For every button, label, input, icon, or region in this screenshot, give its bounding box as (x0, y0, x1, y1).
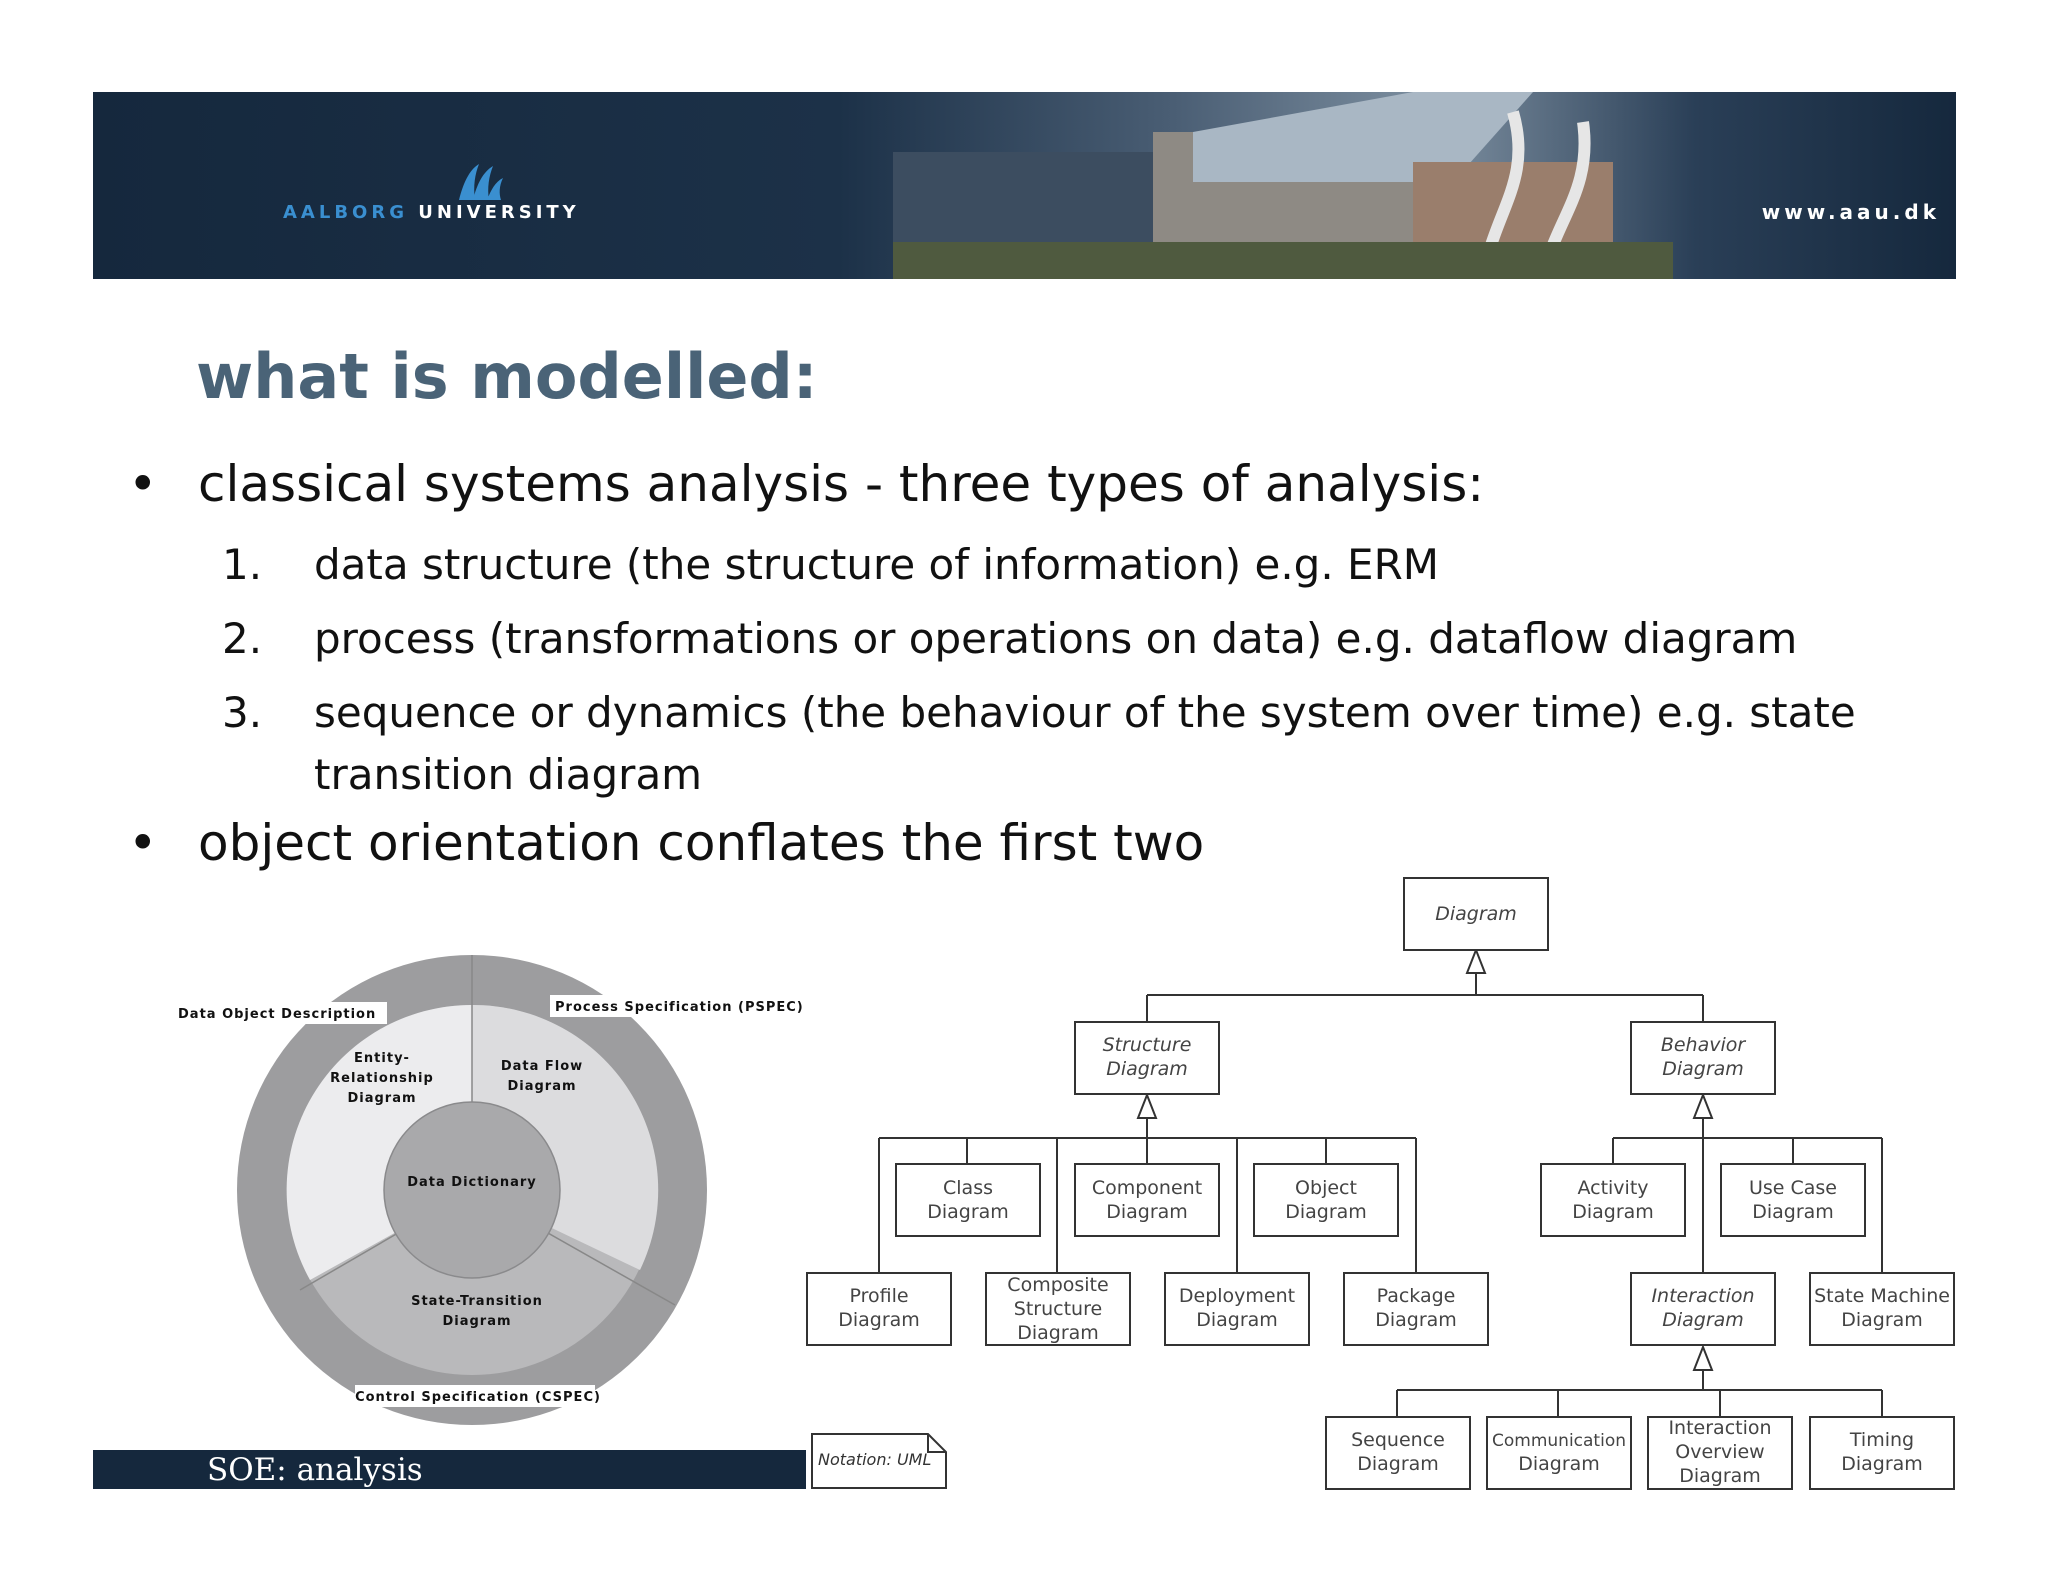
std-label-line2: Diagram (442, 1314, 511, 1329)
box-class-line1: Class (943, 1177, 993, 1199)
generalization-arrow-icon (1692, 1092, 1714, 1119)
box-timing-line2: Diagram (1841, 1453, 1923, 1475)
box-interaction-line1: Interaction (1651, 1285, 1754, 1307)
box-profile-line1: Profile (849, 1285, 908, 1307)
erd-label-line3: Diagram (347, 1091, 416, 1106)
generalization-arrow-icon (1692, 1344, 1714, 1371)
generalization-arrow-icon (1465, 947, 1487, 974)
notation-label: Notation: UML (818, 1450, 931, 1469)
box-overview-line1: Interaction (1668, 1417, 1771, 1439)
control-specification-label: Control Specification (CSPEC) (355, 1390, 601, 1405)
box-class-line2: Diagram (927, 1201, 1009, 1223)
generalization-arrow-icon (1136, 1092, 1158, 1119)
box-sequence-line2: Diagram (1357, 1453, 1439, 1475)
dfd-label-line2: Diagram (507, 1079, 576, 1094)
box-deployment-line2: Diagram (1196, 1309, 1278, 1331)
box-overview-line2: Overview (1675, 1441, 1764, 1463)
box-behavior-line2: Diagram (1662, 1058, 1744, 1080)
box-deployment-line1: Deployment (1179, 1285, 1295, 1307)
box-sequence-line1: Sequence (1351, 1429, 1445, 1451)
header-banner: AALBORG UNIVERSITY www.aau.dk (93, 92, 1956, 279)
slide-title: what is modelled: (196, 340, 818, 413)
erd-label-line2: Relationship (330, 1071, 434, 1086)
box-object-line2: Diagram (1285, 1201, 1367, 1223)
box-profile-line2: Diagram (838, 1309, 920, 1331)
box-component-line1: Component (1092, 1177, 1202, 1199)
footer-text: SOE: analysis (207, 1452, 423, 1488)
note-icon (811, 1433, 947, 1489)
box-usecase-line2: Diagram (1752, 1201, 1834, 1223)
box-structure-line1: Structure (1103, 1034, 1192, 1056)
box-component-line2: Diagram (1106, 1201, 1188, 1223)
box-package-line1: Package (1377, 1285, 1456, 1307)
box-timing-line1: Timing (1849, 1429, 1914, 1451)
box-composite-line1: Composite (1007, 1274, 1108, 1296)
box-structure-line2: Diagram (1106, 1058, 1188, 1080)
std-label-line1: State-Transition (411, 1294, 543, 1309)
bullet-icon: • (128, 455, 158, 513)
process-specification-label: Process Specification (PSPEC) (555, 1000, 804, 1015)
box-object-line1: Object (1295, 1177, 1357, 1199)
box-behavior-line1: Behavior (1661, 1034, 1747, 1056)
box-overview-line3: Diagram (1679, 1465, 1761, 1487)
footer-bar: SOE: analysis (93, 1450, 806, 1489)
university-name: AALBORG UNIVERSITY (283, 202, 580, 223)
box-composite-line2: Structure (1014, 1298, 1102, 1320)
bullet-icon: • (128, 814, 158, 872)
aau-logo-icon (459, 164, 503, 200)
box-usecase-line1: Use Case (1749, 1177, 1837, 1199)
box-activity-line2: Diagram (1572, 1201, 1654, 1223)
website-url: www.aau.dk (1761, 200, 1940, 224)
box-interaction-line2: Diagram (1662, 1309, 1744, 1331)
box-communication-line1: Communication (1492, 1431, 1626, 1451)
analysis-model-wheel: Data Object Description Process Specific… (172, 955, 804, 1425)
box-activity-line1: Activity (1577, 1177, 1648, 1199)
box-statemachine-line1: State Machine (1814, 1285, 1950, 1307)
dfd-label-line1: Data Flow (501, 1059, 583, 1074)
data-object-description-label: Data Object Description (178, 1007, 376, 1022)
box-composite-line3: Diagram (1017, 1322, 1099, 1344)
data-dictionary-label: Data Dictionary (407, 1175, 537, 1190)
erd-label-line1: Entity- (354, 1051, 410, 1066)
box-diagram-label: Diagram (1435, 903, 1517, 925)
campus-building-image (893, 92, 1673, 279)
box-statemachine-line2: Diagram (1841, 1309, 1923, 1331)
box-package-line2: Diagram (1375, 1309, 1457, 1331)
box-communication-line2: Diagram (1518, 1453, 1600, 1475)
